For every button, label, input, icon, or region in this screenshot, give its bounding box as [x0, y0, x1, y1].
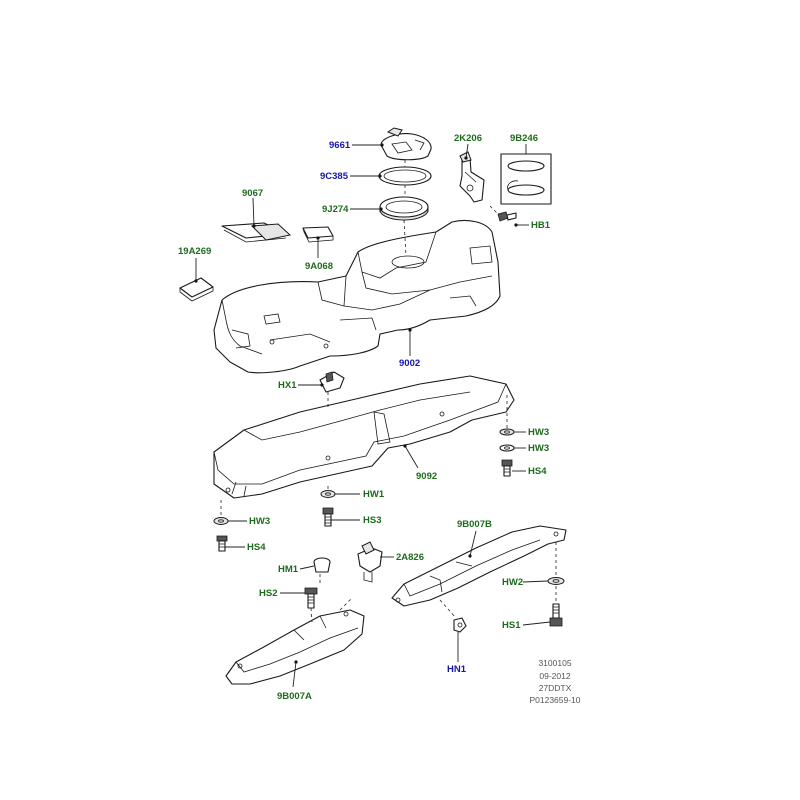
- reference-block: 3100105 09-2012 27DDTX P0123659-10: [529, 658, 580, 705]
- callout-hs3: HS3: [363, 515, 381, 526]
- pad-part-19a269: [179, 277, 214, 302]
- callout-2a826: 2A826: [396, 552, 424, 563]
- lock-ring-part-9j274: [379, 196, 429, 221]
- bolt-part-hs4-right: [501, 459, 513, 477]
- clip-box-part-9b246: [500, 153, 552, 205]
- callout-hw3-left: HW3: [249, 516, 270, 527]
- reference-line-2: 09-2012: [539, 671, 570, 681]
- bolt-part-hs2: [304, 587, 318, 609]
- callout-19a269: 19A269: [178, 246, 211, 257]
- nut-part-hn1: [453, 617, 467, 633]
- callout-hs4-left: HS4: [247, 542, 266, 553]
- bolt-part-hs1: [549, 603, 563, 627]
- callout-hm1: HM1: [278, 564, 299, 575]
- callout-9b246: 9B246: [510, 133, 538, 144]
- fuel-pump-module-part-9661: [380, 127, 432, 161]
- callout-9b007a: 9B007A: [277, 691, 312, 702]
- bolt-part-hs4-left: [216, 535, 228, 552]
- connector-part-2a826: [357, 541, 383, 583]
- callout-9002: 9002: [399, 358, 420, 369]
- nut-part-hm1: [313, 557, 331, 573]
- callout-hw3-right-lower: HW3: [528, 443, 549, 454]
- pad-part-9a068: [302, 226, 334, 243]
- callout-hs2: HS2: [259, 588, 277, 599]
- callout-9067: 9067: [242, 188, 263, 199]
- reference-line-3: 27DDTX: [539, 683, 572, 693]
- callout-hs4-right: HS4: [528, 466, 547, 477]
- callout-hw2: HW2: [502, 577, 523, 588]
- callout-hx1: HX1: [278, 380, 297, 391]
- tank-strap-part-9b007b: [391, 525, 567, 607]
- fuel-tank-part-9002: [213, 219, 501, 374]
- washer-part-hw3-left: [213, 517, 229, 525]
- vent-bracket-part-2k206: [459, 151, 485, 203]
- washer-part-hw3-right-upper: [499, 428, 515, 436]
- reference-line-4: P0123659-10: [529, 695, 580, 705]
- bolt-part-hs3: [322, 507, 334, 527]
- assembly-dashed-lines: [220, 160, 557, 623]
- callout-hw1: HW1: [363, 489, 385, 500]
- callout-9a068: 9A068: [305, 261, 333, 272]
- reference-line-1: 3100105: [538, 658, 571, 668]
- callout-labels: 9661 9C385 9J274 2K206 9B246 HB1 9067 9A…: [178, 133, 551, 702]
- callout-9c385: 9C385: [320, 171, 349, 182]
- washer-part-hw3-right-lower: [499, 444, 515, 452]
- callout-hw3-right-upper: HW3: [528, 427, 549, 438]
- callout-hb1: HB1: [531, 220, 551, 231]
- callout-9b007b: 9B007B: [457, 519, 492, 530]
- callout-hn1: HN1: [447, 664, 467, 675]
- washer-part-hw1: [320, 490, 336, 498]
- tank-strap-part-9b007a: [225, 609, 365, 685]
- washer-part-hw2: [547, 577, 565, 585]
- heat-shield-part-9092: [213, 375, 515, 499]
- seal-ring-part-9c385: [378, 166, 432, 186]
- pad-part-9067: [221, 222, 292, 243]
- callout-9661: 9661: [329, 140, 351, 151]
- clip-part-hx1: [319, 371, 345, 393]
- bolt-part-hb1: [497, 211, 517, 222]
- callout-2k206: 2K206: [454, 133, 482, 144]
- leader-lines: [194, 143, 551, 688]
- callout-9j274: 9J274: [322, 204, 349, 215]
- callout-hs1: HS1: [502, 620, 521, 631]
- callout-9092: 9092: [416, 471, 437, 482]
